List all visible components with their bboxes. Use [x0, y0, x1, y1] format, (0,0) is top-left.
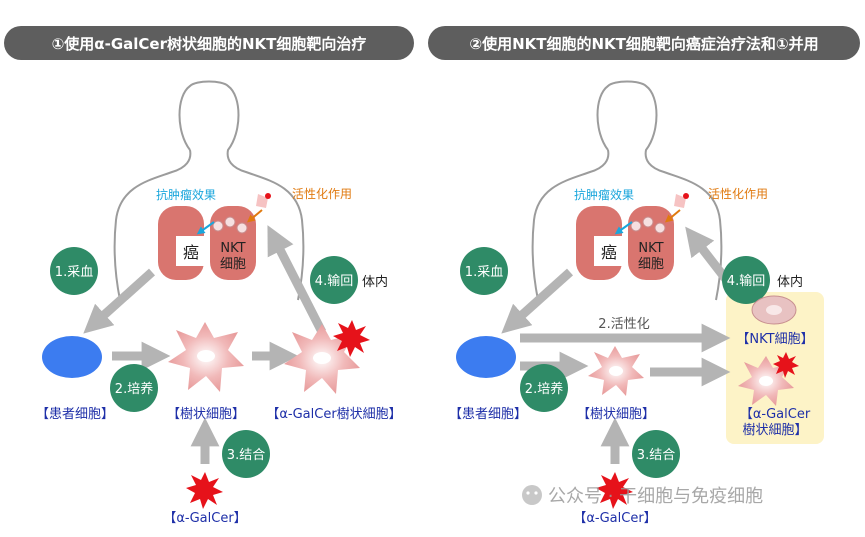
effect-label: 抗肿瘤效果: [574, 187, 634, 202]
patient-cell-icon: [456, 336, 516, 378]
effect-arrow: [614, 221, 633, 235]
step-bind-label: 3.结合: [227, 448, 265, 463]
patient-cell-label: 【患者细胞】: [36, 407, 114, 422]
human-body-outline: [531, 80, 723, 301]
loaded-box-label-2: 樹状細胞】: [742, 423, 807, 438]
galcer-antigen-icon: [596, 472, 633, 509]
nkt-cell-icon: [212, 220, 224, 232]
panel-2: ②使用NKT细胞的NKT细胞靶向癌症治疗法和①并用 癌 NKT 细胞 抗肿瘤效果…: [428, 26, 860, 526]
loaded-dendritic-nucleus: [759, 376, 773, 386]
loaded-dendritic-label: 【α-GalCer樹状細胞】: [266, 407, 401, 422]
small-dendritic-icon: [674, 194, 686, 208]
step-circle-culture: [110, 364, 158, 412]
nkt-cell-icon: [224, 216, 236, 228]
body-label: 体内: [777, 274, 803, 290]
step-bind-label: 3.结合: [637, 448, 675, 463]
step-collect-label: 1.采血: [55, 265, 93, 280]
step-circle-return: [722, 256, 770, 304]
step-collect-label: 1.采血: [465, 265, 503, 280]
activation-arrow: [246, 209, 263, 223]
effect-label: 抗肿瘤效果: [156, 187, 216, 202]
step-activate-label: 2.活性化: [598, 317, 649, 332]
dendritic-nucleus: [609, 366, 623, 376]
loaded-dendritic-nucleus: [313, 352, 331, 364]
effect-arrow: [196, 221, 215, 235]
nkt-cell-icon: [642, 216, 654, 228]
loaded-box-label: 【α-GalCer: [740, 407, 811, 422]
watermark-text: 公众号 · 干细胞与免疫细胞: [548, 486, 763, 507]
nkt-label: NKT: [220, 241, 245, 256]
wechat-icon-eye: [534, 491, 538, 495]
nkt-label-2: 细胞: [220, 257, 246, 272]
step-circle-culture: [520, 364, 568, 412]
wechat-icon-eye: [526, 491, 530, 495]
galcer-label: 【α-GalCer】: [573, 511, 656, 526]
step-culture-label: 2.培养: [525, 381, 563, 397]
panel-1-title: ①使用α-GalCer树状细胞的NKT细胞靶向治疗: [52, 35, 367, 53]
activation-label: 活性化作用: [708, 187, 768, 201]
activation-arrow: [664, 209, 681, 223]
red-dot-icon: [265, 193, 271, 199]
activation-label: 活性化作用: [292, 187, 352, 201]
small-dendritic-icon: [256, 194, 268, 208]
nkt-box-label: 【NKT細胞】: [736, 332, 813, 347]
body-label: 体内: [362, 274, 388, 290]
step-circle-return: [310, 256, 358, 304]
cancer-box: [176, 236, 206, 266]
nkt-cell-icon: [630, 220, 642, 232]
cancer-label: 癌: [601, 243, 617, 262]
dendritic-label: 【樹状細胞】: [577, 407, 655, 422]
patient-cell-label: 【患者细胞】: [449, 407, 527, 422]
dendritic-label: 【樹状細胞】: [167, 407, 245, 422]
step-circle-bind: [222, 430, 270, 478]
dendritic-nucleus: [197, 350, 215, 362]
arrow-return: [267, 225, 327, 335]
patient-cell-icon: [42, 336, 102, 378]
nkt-cell-nucleus: [766, 305, 782, 315]
panel-1: ①使用α-GalCer树状细胞的NKT细胞靶向治疗 癌 NKT 细胞 抗肿瘤效果…: [4, 26, 414, 526]
galcer-antigen-icon: [186, 472, 223, 509]
galcer-label: 【α-GalCer】: [163, 511, 246, 526]
cancer-label: 癌: [183, 243, 199, 262]
step-return-label: 4.输回: [727, 273, 765, 289]
nkt-label: NKT: [638, 241, 663, 256]
nkt-cell-icon: [654, 222, 666, 234]
galcer-burst-icon: [333, 320, 370, 357]
cancer-box: [594, 236, 624, 266]
step-circle-collect: [460, 247, 508, 295]
panel-2-title: ②使用NKT细胞的NKT细胞靶向癌症治疗法和①并用: [469, 35, 818, 53]
watermark: 公众号 · 干细胞与免疫细胞: [522, 485, 763, 507]
galcer-burst-icon: [773, 352, 799, 378]
nkt-cell-icon: [236, 222, 248, 234]
red-dot-icon: [683, 193, 689, 199]
nkt-label-2: 细胞: [638, 257, 664, 272]
step-return-label: 4.输回: [315, 273, 353, 289]
panel-2-header: [428, 26, 860, 60]
human-body-outline: [113, 80, 305, 301]
step-culture-label: 2.培养: [115, 381, 153, 397]
arrow-collect: [83, 268, 156, 334]
panel-1-header: [4, 26, 414, 60]
arrow-collect: [501, 268, 574, 334]
step-circle-collect: [50, 247, 98, 295]
wechat-icon: [522, 485, 542, 505]
step-circle-bind: [632, 430, 680, 478]
